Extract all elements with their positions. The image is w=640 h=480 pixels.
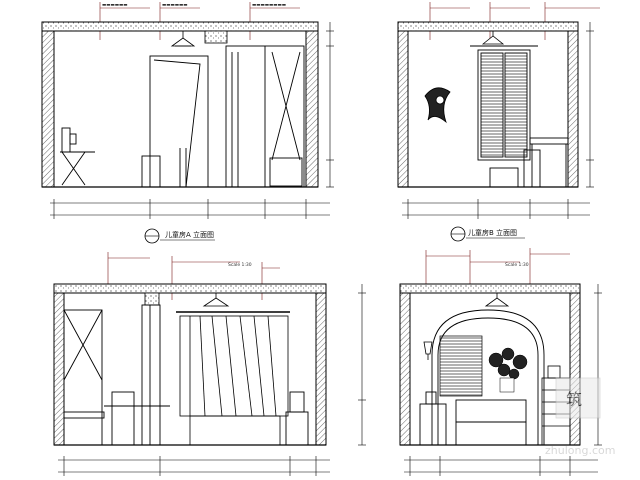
- shutter-window-b: [470, 45, 538, 161]
- desk-a: [60, 127, 187, 188]
- left-wall-d: [399, 292, 411, 446]
- left-wall-c: [53, 292, 65, 446]
- horizontal-dimension-c: [58, 456, 330, 476]
- pendant-lamp-icon: [170, 31, 196, 47]
- vertical-dimension-a: [326, 22, 334, 188]
- bed-d: [419, 391, 527, 446]
- elevation-b: 儿童房B 立面图: [397, 2, 600, 242]
- title-block-a: 儿童房A 立面图: [144, 228, 215, 244]
- ceiling-slab-b: [397, 21, 579, 32]
- annotation-leaders-d: [425, 248, 570, 290]
- wall-ornament-icon: [424, 87, 451, 124]
- annotation-leaders-a: [99, 2, 300, 40]
- potted-plant-icon: [488, 347, 528, 393]
- desk-c: [63, 391, 309, 446]
- vertical-dimension-d: [594, 284, 602, 446]
- svg-text:▬▬▬▬▬▬: ▬▬▬▬▬▬: [102, 3, 128, 8]
- desk-b: [489, 137, 569, 188]
- annotation-text-a: ▬▬▬▬▬▬ ▬▬▬▬▬▬ ▬▬▬▬▬▬▬▬: [102, 3, 286, 8]
- ceiling-drop-a: [204, 30, 228, 44]
- ceiling-slab-a: [41, 21, 319, 32]
- vertical-dimension-c: [358, 284, 366, 446]
- right-wall-b: [567, 30, 579, 188]
- ceiling-slab-c: [53, 283, 327, 294]
- pendant-lamp-icon: [481, 31, 505, 45]
- horizontal-dimension-b: [402, 199, 590, 219]
- svg-text:▬▬▬▬▬▬: ▬▬▬▬▬▬: [162, 3, 188, 8]
- pendant-lamp-icon: [484, 293, 510, 307]
- right-wall-a: [305, 30, 319, 188]
- vertical-dimension-b: [586, 22, 594, 188]
- svg-text:▬▬▬▬▬▬▬▬: ▬▬▬▬▬▬▬▬: [252, 3, 286, 8]
- shutter-panel-d: [439, 335, 483, 397]
- annotation-leaders-b: [429, 2, 600, 40]
- elevation-a-title: 儿童房A 立面图: [165, 230, 214, 239]
- scale-label-d: Scale 1:30: [505, 262, 529, 268]
- title-block-b: 儿童房B 立面图: [450, 226, 525, 242]
- curtain-window-c: [176, 311, 290, 446]
- door-a: [149, 55, 209, 188]
- left-wall-b: [397, 30, 409, 188]
- wardrobe-a: [225, 45, 305, 188]
- wall-sconce-icon: [423, 341, 433, 360]
- ceiling-slab-d: [399, 283, 581, 294]
- pendant-lamp-icon: [202, 293, 230, 307]
- right-wall-d: [569, 292, 581, 446]
- right-wall-c: [315, 292, 327, 446]
- watermark-logo-icon: 筑: [566, 390, 582, 409]
- watermark-site-text: zhulong.com: [545, 444, 615, 457]
- left-wall-a: [41, 30, 55, 188]
- elevation-c: Scale 1:30: [53, 252, 366, 476]
- wardrobe-c: [63, 304, 161, 446]
- watermark: 筑 zhulong.com: [545, 377, 615, 457]
- horizontal-dimension-d: [404, 456, 598, 476]
- elevation-b-title: 儿童房B 立面图: [468, 228, 517, 237]
- elevation-a: ▬▬▬▬▬▬ ▬▬▬▬▬▬ ▬▬▬▬▬▬▬▬: [41, 2, 334, 244]
- horizontal-dimension-a: [50, 199, 330, 219]
- elevation-d: Scale 1:30: [399, 248, 602, 476]
- ceiling-drop-c: [144, 292, 160, 306]
- scale-label-c: Scale 1:30: [228, 262, 252, 268]
